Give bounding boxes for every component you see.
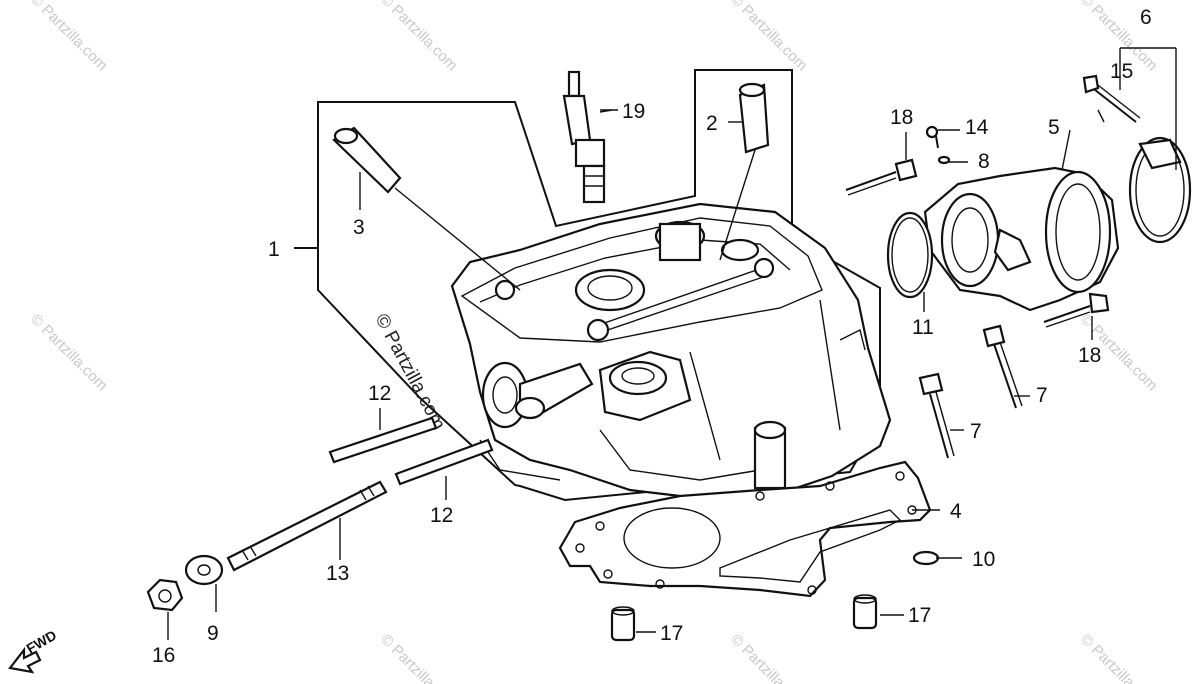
valve-guides [332,82,770,291]
callout-label: 14 [965,116,989,139]
watermark: © Partzilla.com [27,311,110,394]
callout-label: 19 [622,100,645,123]
callout-label: 17 [908,604,931,627]
callout-label: 17 [660,622,683,645]
bolts [610,125,1110,642]
callout-label: 7 [970,420,982,443]
callout-label: 2 [706,112,718,135]
callout-label: 18 [1078,344,1101,367]
fwd-arrow: FWD [8,627,60,674]
watermark: © Partzilla.com [727,0,810,74]
callout-label: 4 [950,500,962,523]
callout-label: 9 [207,622,219,645]
cylinder-head [450,202,892,500]
callout-label: 16 [152,644,175,667]
callout-label: 10 [972,548,995,571]
callout-label: 18 [890,106,913,129]
hose-clamp [1082,74,1192,244]
callout-label: 8 [978,150,990,173]
intake-pipe [886,166,1120,312]
callout-label: 12 [368,382,391,405]
watermark: © Partzilla.com [27,0,110,74]
callout-label: 15 [1110,60,1133,83]
callout-label: 1 [268,238,280,261]
callout-label: 12 [430,504,453,527]
callout-label: 6 [1140,6,1152,29]
watermark: © Partzilla.com [377,631,460,684]
assembly-bracket [294,69,881,502]
studs-and-fasteners [146,416,494,612]
callout-label: 7 [1036,384,1048,407]
callout-label: 5 [1048,116,1060,139]
callout-labels: 1 2 3 4 5 6 7 7 8 9 10 11 12 12 13 14 15… [152,6,1152,667]
watermark: © Partzilla.com [377,0,460,74]
callout-label: 3 [353,216,365,239]
fwd-label: FWD [24,627,60,657]
watermark: © Partzilla.com [727,631,810,684]
head-gasket [558,460,932,598]
watermark: © Partzilla.com [1077,631,1160,684]
leader-lines [167,47,1177,640]
spark-plug [562,70,613,204]
callout-label: 13 [326,562,349,585]
callout-label: 11 [912,316,934,339]
